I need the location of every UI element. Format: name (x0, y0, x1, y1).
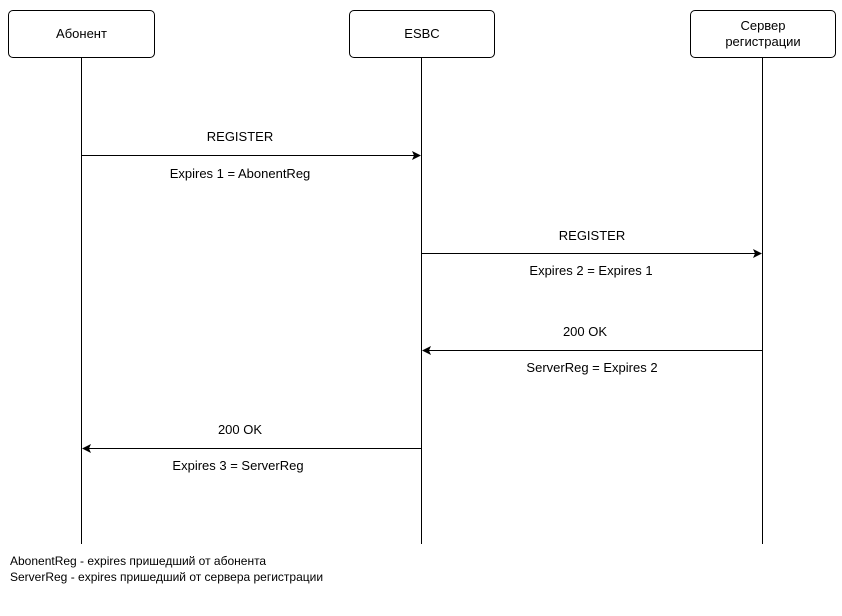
lifeline-registration-server (762, 58, 763, 544)
legend-line-1: AbonentReg - expires пришедший от абонен… (10, 554, 267, 568)
message-2-sublabel: Expires 2 = Expires 1 (529, 263, 653, 278)
message-3-sublabel: ServerReg = Expires 2 (526, 360, 658, 375)
arrowhead-left-icon (422, 346, 431, 355)
participant-abonent: Абонент (8, 10, 155, 58)
message-2-label: REGISTER (558, 228, 626, 243)
participant-registration-server: Сервер регистрации (690, 10, 836, 58)
message-1-sublabel: Expires 1 = AbonentReg (169, 166, 311, 181)
arrowhead-right-icon (412, 151, 421, 160)
message-2-arrow (422, 249, 762, 258)
arrowhead-left-icon (82, 444, 91, 453)
lifeline-abonent (81, 58, 82, 544)
participant-esbc-label: ESBC (404, 26, 440, 41)
message-4-sublabel: Expires 3 = ServerReg (172, 458, 304, 473)
message-3-arrow (422, 346, 762, 355)
participant-esbc: ESBC (349, 10, 495, 58)
lifeline-esbc (421, 58, 422, 544)
legend-line-2: ServerReg - expires пришедший от сервера… (10, 570, 324, 584)
message-4-arrow (82, 444, 421, 453)
participant-registration-server-label: Сервер регистрации (725, 18, 801, 49)
message-1-arrow (82, 151, 421, 160)
participant-abonent-label: Абонент (56, 26, 107, 41)
message-4-label: 200 OK (217, 422, 263, 437)
message-3-label: 200 OK (562, 324, 608, 339)
arrowhead-right-icon (753, 249, 762, 258)
message-1-label: REGISTER (206, 129, 274, 144)
